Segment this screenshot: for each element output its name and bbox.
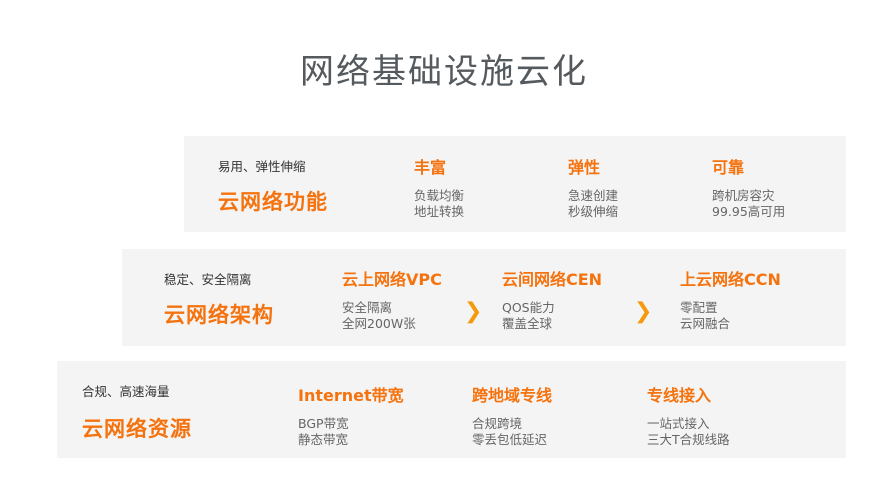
feature-line: 跨机房容灾 — [712, 188, 775, 203]
feature-heading: 跨地域专线 — [472, 386, 553, 405]
feature-heading: 可靠 — [712, 158, 745, 177]
feature-column: 专线接入 一站式接入三大T合规线路 — [647, 382, 730, 448]
feature-line: 云网融合 — [680, 316, 731, 331]
feature-line: 全网200W张 — [342, 316, 416, 331]
feature-line: 秒级伸缩 — [568, 204, 619, 219]
tier-tag: 易用、弹性伸缩 — [218, 159, 306, 174]
feature-line: 地址转换 — [414, 204, 465, 219]
feature-heading: 丰富 — [414, 158, 447, 177]
tier-name: 云网络架构 — [164, 303, 274, 327]
feature-column: 上云网络CCN 零配置云网融合 — [680, 266, 781, 332]
tier-cloud-network-architecture: 稳定、安全隔离 云网络架构 云上网络VPC 安全隔离全网200W张 ❯ 云间网络… — [122, 249, 846, 346]
chevron-right-icon: ❯ — [464, 299, 483, 324]
feature-line: 合规跨境 — [472, 416, 523, 431]
tier-cloud-network-resources: 合规、高速海量 云网络资源 Internet带宽 BGP带宽静态带宽 跨地域专线… — [57, 361, 846, 458]
feature-line: 99.95高可用 — [712, 204, 786, 219]
feature-line: 静态带宽 — [298, 432, 349, 447]
feature-heading: 弹性 — [568, 158, 601, 177]
tier-name: 云网络功能 — [218, 190, 328, 214]
feature-heading: 专线接入 — [647, 386, 712, 405]
feature-line: 安全隔离 — [342, 300, 393, 315]
feature-heading: 云间网络CEN — [502, 270, 603, 289]
feature-line: 三大T合规线路 — [647, 432, 730, 447]
tier-name: 云网络资源 — [82, 417, 192, 441]
feature-line: QOS能力 — [502, 300, 555, 315]
feature-column: 云上网络VPC 安全隔离全网200W张 — [342, 266, 442, 332]
feature-column: 跨地域专线 合规跨境零丢包低延迟 — [472, 382, 552, 448]
feature-line: 零配置 — [680, 300, 718, 315]
feature-heading: 上云网络CCN — [680, 270, 781, 289]
feature-heading: 云上网络VPC — [342, 270, 442, 289]
tier-tag: 合规、高速海量 — [82, 384, 170, 399]
feature-line: BGP带宽 — [298, 416, 349, 431]
feature-line: 一站式接入 — [647, 416, 710, 431]
page-title: 网络基础设施云化 — [300, 52, 588, 92]
feature-column: Internet带宽 BGP带宽静态带宽 — [298, 382, 404, 448]
tier-cloud-network-functions: 易用、弹性伸缩 云网络功能 丰富 负载均衡地址转换 弹性 急速创建秒级伸缩 可靠… — [184, 136, 846, 232]
feature-column: 丰富 负载均衡地址转换 — [414, 154, 464, 220]
feature-column: 弹性 急速创建秒级伸缩 — [568, 154, 618, 220]
chevron-right-icon: ❯ — [634, 299, 653, 324]
feature-heading: Internet带宽 — [298, 386, 404, 405]
feature-line: 覆盖全球 — [502, 316, 553, 331]
feature-line: 负载均衡 — [414, 188, 465, 203]
feature-line: 急速创建 — [568, 188, 619, 203]
feature-line: 零丢包低延迟 — [472, 432, 548, 447]
feature-column: 云间网络CEN QOS能力覆盖全球 — [502, 266, 602, 332]
tier-tag: 稳定、安全隔离 — [164, 272, 252, 287]
